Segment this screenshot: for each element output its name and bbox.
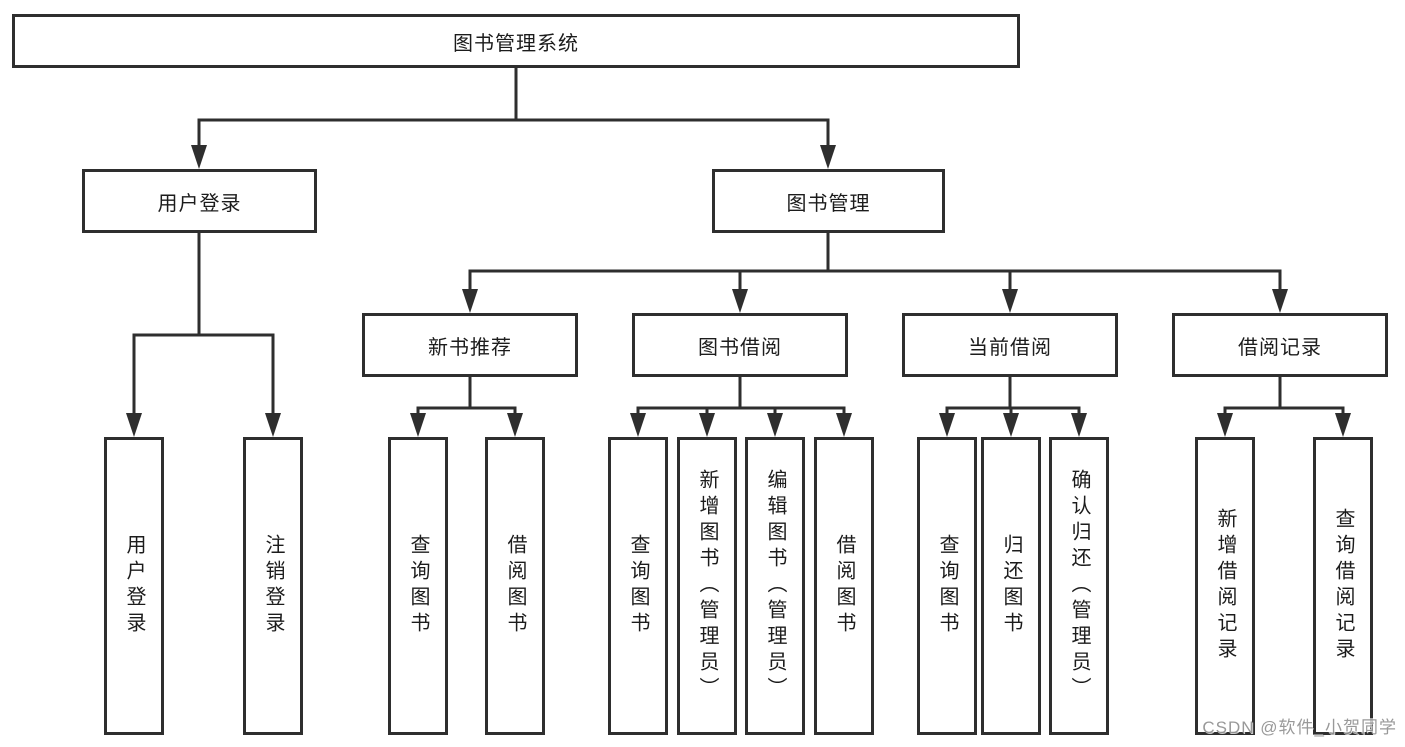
arrow-down-icon <box>767 413 783 437</box>
node-user-login: 用户登录 <box>82 169 317 233</box>
arrow-down-icon <box>820 145 836 169</box>
node-new-book-recommend: 新书推荐 <box>362 313 578 377</box>
arrow-down-icon <box>699 413 715 437</box>
arrow-down-icon <box>462 289 478 313</box>
arrow-down-icon <box>1272 289 1288 313</box>
arrow-down-icon <box>410 413 426 437</box>
leaf-query-borrow-record: 查询借阅记录 <box>1313 437 1373 735</box>
node-borrow-record: 借阅记录 <box>1172 313 1388 377</box>
node-book-management: 图书管理 <box>712 169 945 233</box>
leaf-confirm-return-admin: 确认归还（管理员） <box>1049 437 1109 735</box>
leaf-add-borrow-record: 新增借阅记录 <box>1195 437 1255 735</box>
arrow-down-icon <box>732 289 748 313</box>
leaf-query-books-borrow: 查询图书 <box>608 437 668 735</box>
leaf-borrow-books: 借阅图书 <box>814 437 874 735</box>
leaf-edit-books-admin: 编辑图书（管理员） <box>745 437 805 735</box>
arrow-down-icon <box>1071 413 1087 437</box>
node-book-borrow: 图书借阅 <box>632 313 848 377</box>
node-current-borrow: 当前借阅 <box>902 313 1118 377</box>
leaf-add-books-admin: 新增图书（管理员） <box>677 437 737 735</box>
leaf-logout: 注销登录 <box>243 437 303 735</box>
arrow-down-icon <box>1335 413 1351 437</box>
arrow-down-icon <box>1217 413 1233 437</box>
arrow-down-icon <box>507 413 523 437</box>
arrow-down-icon <box>1003 413 1019 437</box>
arrow-down-icon <box>836 413 852 437</box>
node-system-root: 图书管理系统 <box>12 14 1020 68</box>
arrow-down-icon <box>939 413 955 437</box>
leaf-query-books-current: 查询图书 <box>917 437 977 735</box>
leaf-query-books-recommend: 查询图书 <box>388 437 448 735</box>
arrow-down-icon <box>191 145 207 169</box>
arrow-down-icon <box>630 413 646 437</box>
leaf-borrow-books-recommend: 借阅图书 <box>485 437 545 735</box>
leaf-return-books: 归还图书 <box>981 437 1041 735</box>
arrow-down-icon <box>1002 289 1018 313</box>
arrow-down-icon <box>265 413 281 437</box>
arrow-down-icon <box>126 413 142 437</box>
leaf-user-login: 用户登录 <box>104 437 164 735</box>
watermark-text: CSDN @软件_小贺同学 <box>1202 718 1397 737</box>
